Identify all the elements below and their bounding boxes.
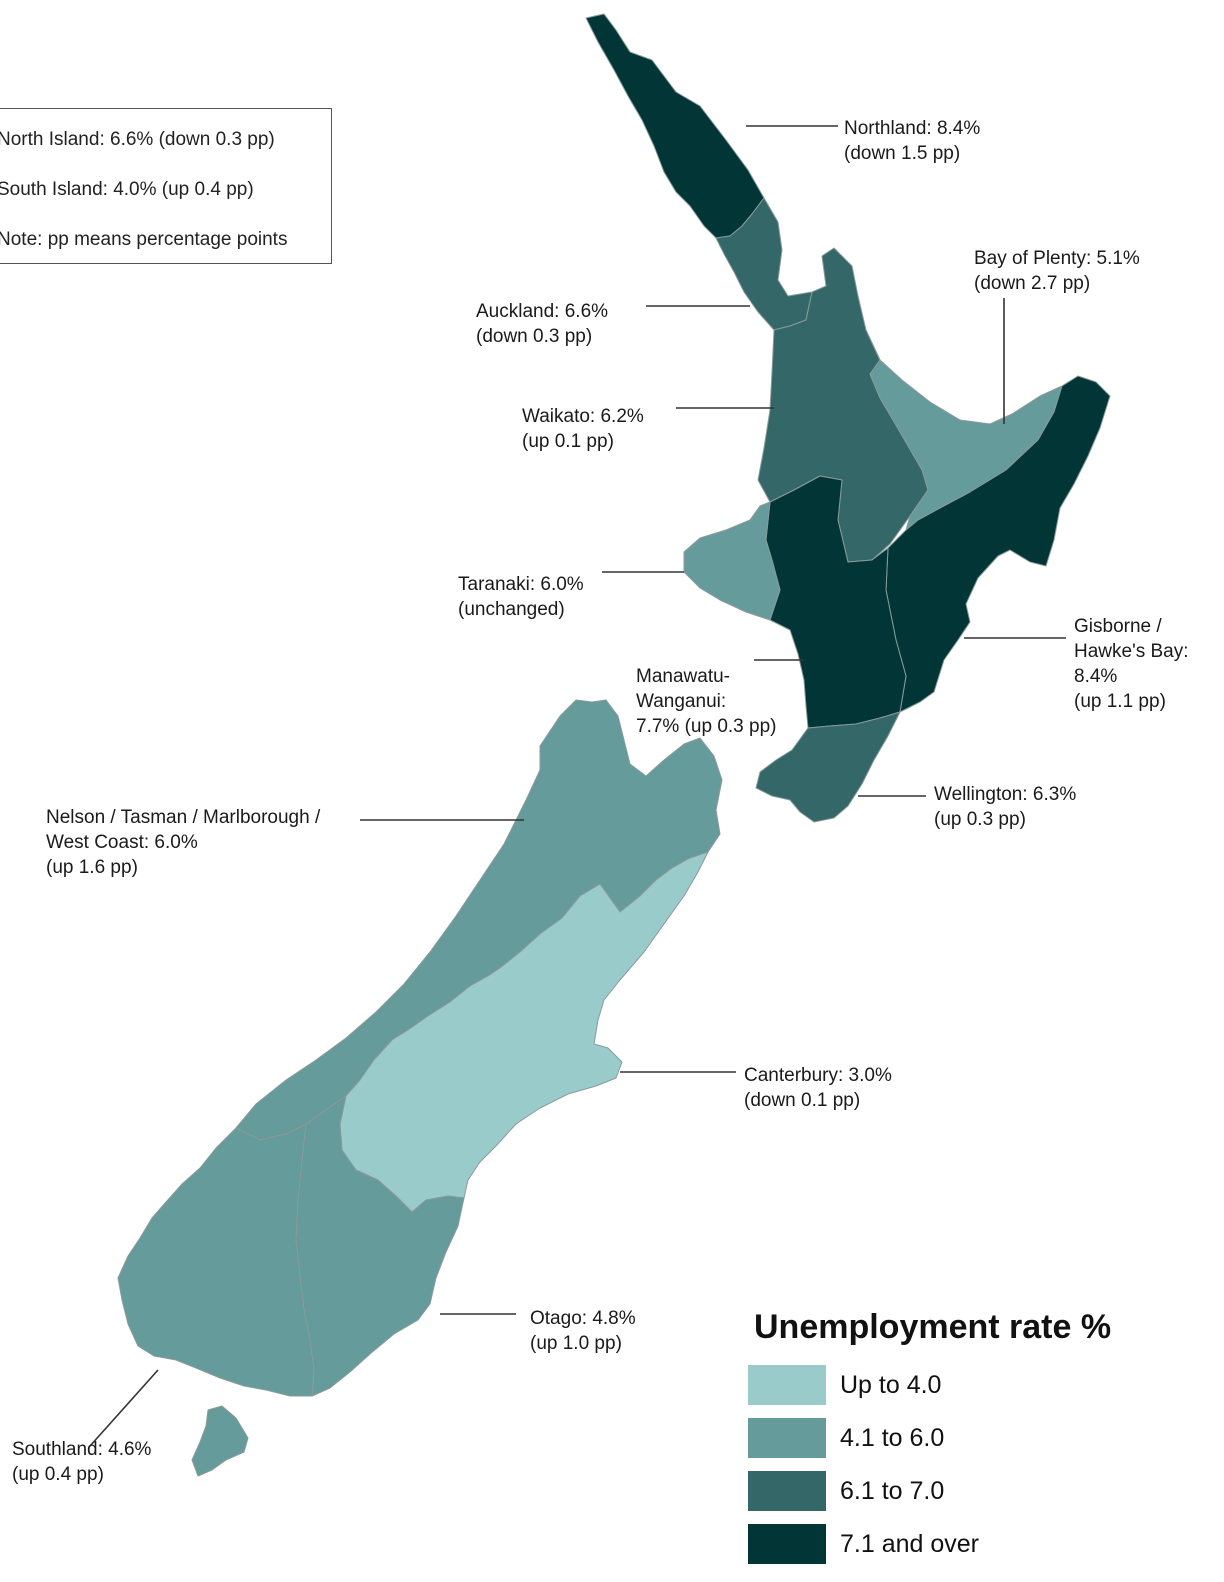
label-wellington: Wellington: 6.3% (up 0.3 pp) (934, 784, 1077, 830)
label-manawatu-wanganui: Manawatu- Wanganui: 7.7% (up 0.3 pp) (636, 666, 777, 737)
legend-label-bin-1: Up to 4.0 (840, 1371, 942, 1399)
legend-label-bin-3: 6.1 to 7.0 (840, 1477, 945, 1505)
label-otago: Otago: 4.8% (up 1.0 pp) (530, 1308, 636, 1354)
legend-swatch-bin-4 (748, 1524, 826, 1564)
south-island-summary: South Island: 4.0% (up 0.4 pp) (0, 179, 254, 200)
legend-swatch-bin-1 (748, 1365, 826, 1405)
legend-swatch-bin-2 (748, 1418, 826, 1458)
label-nelson-tasman-marlborough-west-coast: Nelson / Tasman / Marlborough / West Coa… (46, 807, 321, 878)
legend-item-bin-3: 6.1 to 7.0 (748, 1471, 1218, 1511)
pp-note: Note: pp means percentage points (0, 229, 288, 250)
region-southland (117, 1123, 315, 1397)
region-gisborne-hawkes-bay (885, 375, 1111, 713)
region-taranaki (683, 501, 781, 621)
legend-item-bin-1: Up to 4.0 (748, 1365, 1218, 1405)
region-auckland (715, 197, 813, 331)
label-northland: Northland: 8.4% (down 1.5 pp) (844, 118, 981, 164)
label-waikato: Waikato: 6.2% (up 0.1 pp) (522, 406, 644, 452)
region-southland-stewart-island (191, 1405, 249, 1477)
label-taranaki: Taranaki: 6.0% (unchanged) (458, 574, 584, 620)
leader-southland (89, 1369, 159, 1447)
region-wellington (755, 711, 901, 823)
north-island-summary: North Island: 6.6% (down 0.3 pp) (0, 129, 275, 150)
legend-label-bin-4: 7.1 and over (840, 1530, 979, 1558)
label-southland: Southland: 4.6% (up 0.4 pp) (12, 1439, 152, 1485)
label-gisborne-hawkes-bay: Gisborne / Hawke's Bay: 8.4% (up 1.1 pp) (1074, 616, 1189, 712)
summary-box: North Island: 6.6% (down 0.3 pp) South I… (0, 108, 332, 264)
legend-item-bin-2: 4.1 to 6.0 (748, 1418, 1218, 1458)
legend-title: Unemployment rate % (754, 1308, 1112, 1346)
region-northland (585, 13, 765, 239)
label-bay-of-plenty: Bay of Plenty: 5.1% (down 2.7 pp) (974, 248, 1140, 294)
label-auckland: Auckland: 6.6% (down 0.3 pp) (476, 301, 609, 347)
legend-swatch-bin-3 (748, 1471, 826, 1511)
legend-label-bin-2: 4.1 to 6.0 (840, 1424, 945, 1452)
legend: Unemployment rate % Up to 4.0 4.1 to 6.0… (748, 1308, 1218, 1577)
legend-item-bin-4: 7.1 and over (748, 1524, 1218, 1564)
label-canterbury: Canterbury: 3.0% (down 0.1 pp) (744, 1065, 892, 1111)
